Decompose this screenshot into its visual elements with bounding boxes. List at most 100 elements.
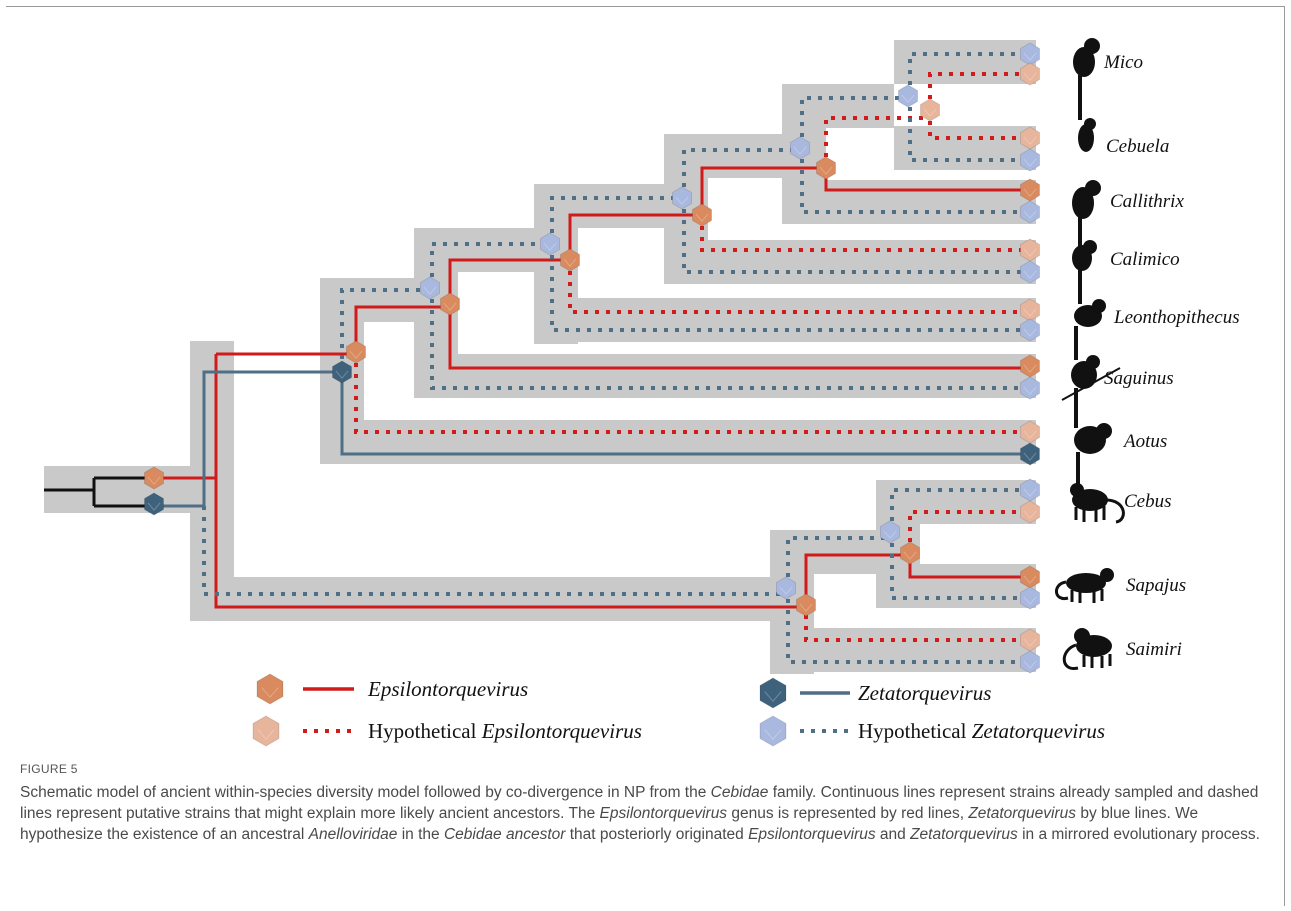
hypothetical-zeta-line (340, 288, 428, 370)
epsilon-node-facet (819, 166, 833, 175)
saguinus-branch (1061, 367, 1121, 401)
hypothetical-epsilon-node-facet (1023, 136, 1037, 145)
figure-frame (6, 6, 1285, 906)
hypothetical-zeta-node-facet (1023, 386, 1037, 395)
epsilon-node-facet (349, 350, 363, 359)
hypothetical-zeta-node (672, 186, 692, 210)
cebuela-silhouette (1078, 124, 1094, 152)
hypothetical-zeta-node-facet (1023, 158, 1037, 167)
epsilon-node (1020, 178, 1040, 202)
hypothetical-zeta-node (1020, 200, 1040, 224)
host-branch-band (894, 126, 1036, 170)
epsilon-node (1020, 354, 1040, 378)
species-label-calimico: Calimico (1110, 249, 1180, 270)
epsilon-node-facet (695, 213, 709, 222)
hypothetical-zeta-node (1020, 260, 1040, 284)
hypothetical-zeta-line (682, 148, 798, 198)
host-branch-band (826, 180, 1036, 224)
hypothetical-epsilon-node (1020, 500, 1040, 524)
hypothetical-zeta-node (1020, 376, 1040, 400)
epsilon-node-facet (563, 258, 577, 267)
species-label-sapajus: Sapajus (1126, 575, 1186, 596)
species-label-aotus: Aotus (1122, 431, 1167, 452)
hypothetical-zeta-node-facet (423, 286, 437, 295)
virus-nodes (144, 42, 1040, 747)
legend-epsilon-node-icon (256, 673, 284, 705)
hypothetical-zeta-line (908, 52, 1026, 96)
epsilon-node-facet (1023, 364, 1037, 373)
hypothetical-zeta-node-facet (779, 586, 793, 595)
epsilon-lineage-line (354, 305, 446, 352)
host-branch-band (234, 577, 794, 621)
figure-caption: FIGURE 5 Schematic model of ancient with… (20, 762, 1270, 845)
epsilon-node (560, 248, 580, 272)
host-branch-band (708, 240, 1036, 284)
epsilon-node-facet (1023, 575, 1037, 584)
host-branch-band (364, 420, 1036, 464)
zeta-lineage-line (340, 372, 1026, 456)
host-branch-band (364, 278, 416, 322)
hypothetical-zeta-node (1020, 586, 1040, 610)
hypothetical-epsilon-node-facet (1023, 308, 1037, 317)
callithrix-silhouette (1072, 187, 1094, 219)
saguinus-silhouette-head (1086, 355, 1100, 369)
zeta-node-facet (147, 502, 161, 511)
epsilon-node-facet (1023, 188, 1037, 197)
hypothetical-zeta-node-facet (901, 94, 915, 103)
hypothetical-zeta-node (1020, 478, 1040, 502)
hypothetical-zeta-node-facet (883, 530, 897, 539)
caption-text: Schematic model of ancient within-specie… (20, 784, 1260, 843)
zeta-node (332, 360, 352, 384)
epsilon-node-facet (799, 603, 813, 612)
hypothetical-zeta-node-facet (543, 242, 557, 251)
aotus-silhouette-head (1096, 423, 1112, 439)
legend-hypothetical-zeta-label: Hypothetical Zetatorquevirus (858, 719, 1105, 743)
hypothetical-zeta-node (1020, 318, 1040, 342)
hypothetical-zeta-node (790, 136, 810, 160)
host-branch-band (458, 228, 534, 272)
sapajus-silhouette-head (1100, 568, 1114, 582)
species-label-cebus: Cebus (1124, 491, 1172, 512)
hypothetical-zeta-node (1020, 148, 1040, 172)
host-branch-band (814, 530, 876, 574)
cebuela-silhouette-head (1084, 118, 1096, 130)
epsilon-lineage-line (448, 304, 1024, 370)
hypothetical-zeta-node-facet (1023, 210, 1037, 219)
host-branch-band (578, 298, 1036, 342)
host-branch-band (190, 341, 234, 621)
legend-hypothetical-zeta-node-icon-facet (764, 729, 782, 741)
legend-hypothetical-zeta-node-icon (759, 715, 787, 747)
zeta-node-facet (335, 370, 349, 379)
epsilon-node (796, 593, 816, 617)
host-branch-band (894, 40, 1036, 84)
epsilon-lineage-line (700, 166, 822, 215)
sapajus-silhouette (1066, 573, 1106, 593)
legend-epsilon-label: Epsilontorquevirus (367, 677, 528, 701)
host-branch-band (920, 480, 1036, 524)
species-label-cebuela: Cebuela (1106, 136, 1169, 157)
host-branch-band (708, 134, 782, 178)
host-branch-band (814, 628, 1036, 672)
cebus-legs (1074, 506, 1106, 522)
hypothetical-zeta-line (202, 506, 784, 596)
hypothetical-zeta-node-facet (1023, 488, 1037, 497)
hypothetical-epsilon-node (1020, 420, 1040, 444)
host-branch-band (458, 354, 1036, 398)
legend-epsilon-node-icon-facet (261, 687, 279, 699)
hypothetical-zeta-node-facet (1023, 660, 1037, 669)
hypothetical-zeta-node (776, 576, 796, 600)
host-root-branch (44, 476, 148, 508)
hypothetical-zeta-node-facet (793, 146, 807, 155)
epsilon-node (900, 541, 920, 565)
hypothetical-epsilon-node-facet (1023, 72, 1037, 81)
legend-zeta-node-icon-facet (764, 691, 782, 703)
hypothetical-epsilon-node (1020, 298, 1040, 322)
host-branch-band (920, 564, 1036, 608)
hypothetical-epsilon-node-facet (923, 108, 937, 117)
epsilon-node (1020, 565, 1040, 589)
hypothetical-zeta-line (430, 288, 1026, 390)
zeta-lineage-line (160, 370, 338, 508)
primate-silhouettes (1055, 38, 1125, 670)
hypothetical-epsilon-line (354, 352, 1026, 434)
